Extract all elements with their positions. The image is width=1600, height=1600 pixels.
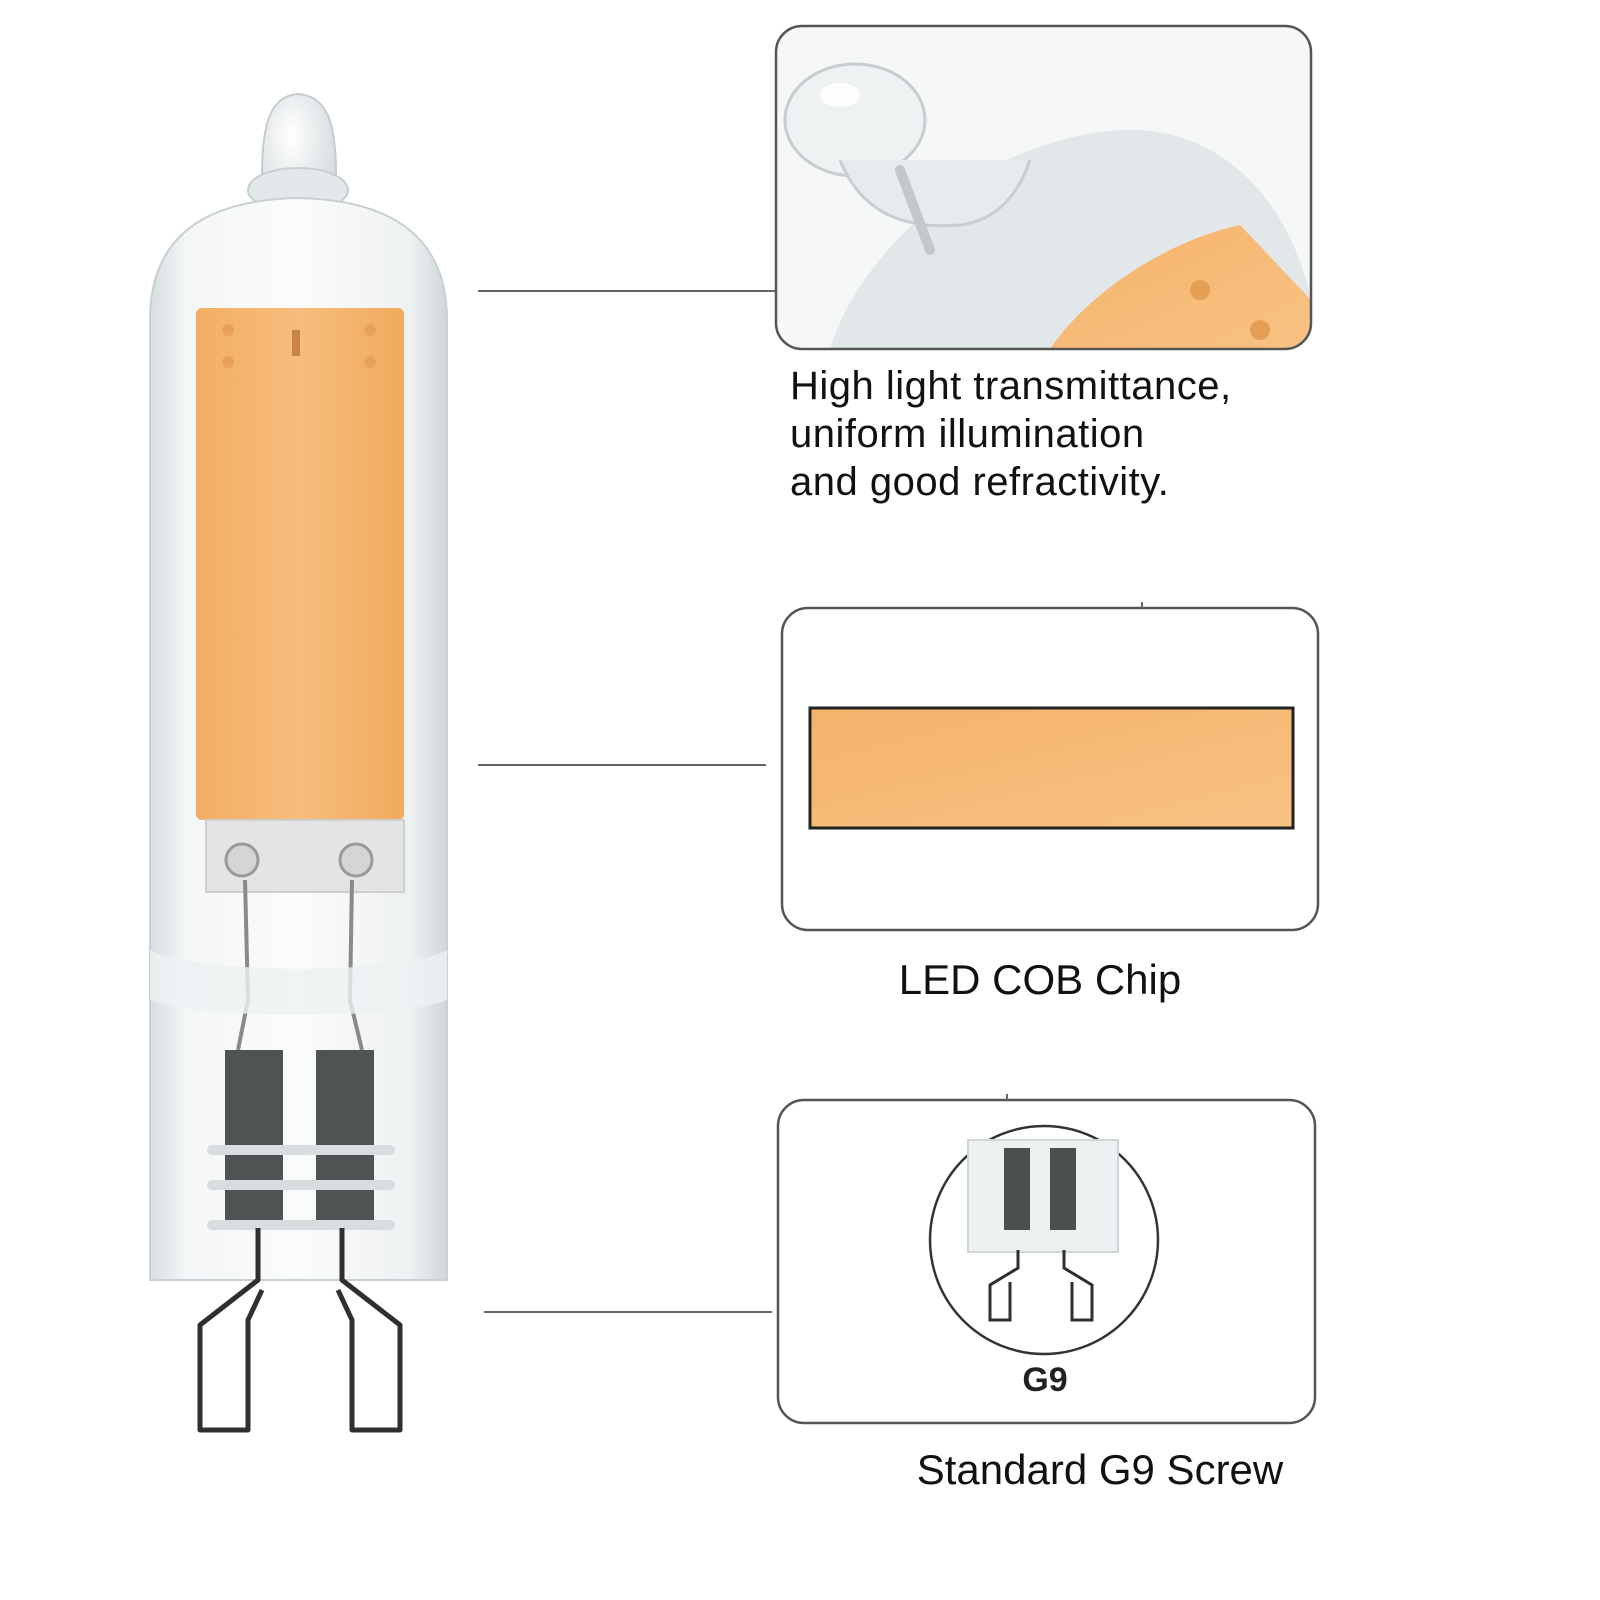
transmittance-caption: High light transmittance, uniform illumi… (790, 362, 1350, 506)
g9-bulb-illustration (149, 92, 448, 1433)
detail-panel-glass (774, 24, 1313, 351)
detail-panel-chip (780, 602, 1320, 932)
contact-strip-right (316, 1050, 374, 1228)
g9-badge-label: G9 (1022, 1361, 1068, 1399)
contact-strip-left (225, 1050, 283, 1228)
pin-left (197, 1228, 265, 1433)
cob-chip (196, 308, 404, 820)
transmittance-line-1: High light transmittance, (790, 364, 1232, 408)
chip-caption: LED COB Chip (898, 956, 1182, 1003)
base-caption: Standard G9 Screw (916, 1446, 1284, 1493)
pin-right (335, 1228, 403, 1433)
cob-chip-zoom (808, 706, 1295, 830)
detail-panel-base (776, 1094, 1317, 1425)
transmittance-line-3: and good refractivity. (790, 460, 1170, 504)
transmittance-line-2: uniform illumination (790, 412, 1145, 456)
